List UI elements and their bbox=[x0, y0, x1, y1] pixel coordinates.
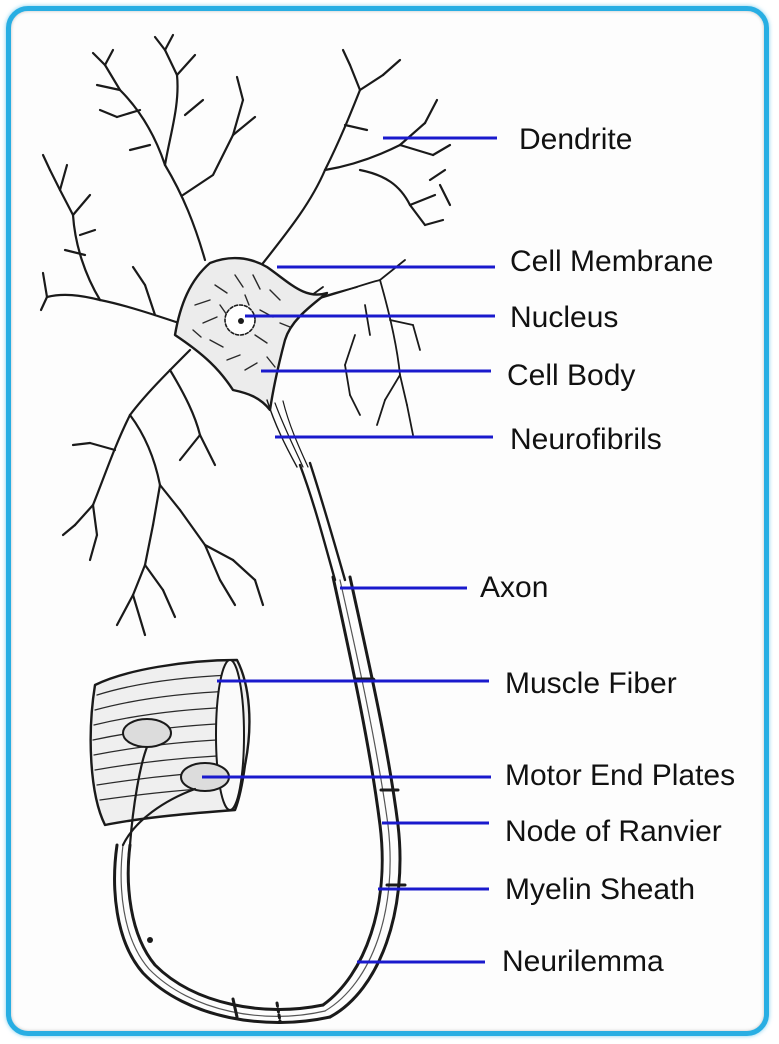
neuron-drawing bbox=[41, 35, 450, 1023]
label-motor-end-plates: Motor End Plates bbox=[505, 759, 735, 792]
diagram-frame: Dendrite Cell Membrane Nucleus Cell Body… bbox=[6, 6, 769, 1036]
label-muscle-fiber: Muscle Fiber bbox=[505, 667, 677, 700]
dendrite-branches-upper-left bbox=[93, 35, 255, 260]
dendrite-branches-lower-left bbox=[63, 350, 263, 635]
dendrite-branches-left bbox=[41, 155, 185, 325]
label-myelin-sheath: Myelin Sheath bbox=[505, 873, 695, 906]
dendrite-branches-right bbox=[295, 260, 420, 435]
label-neurofibrils: Neurofibrils bbox=[510, 423, 662, 456]
label-nucleus: Nucleus bbox=[510, 301, 618, 334]
label-cell-membrane: Cell Membrane bbox=[510, 245, 713, 278]
label-dendrite: Dendrite bbox=[519, 123, 632, 156]
motor-end-plate-upper bbox=[123, 719, 171, 747]
neuron-diagram: Dendrite Cell Membrane Nucleus Cell Body… bbox=[11, 11, 769, 1036]
label-node-of-ranvier: Node of Ranvier bbox=[505, 815, 722, 848]
labels: Dendrite Cell Membrane Nucleus Cell Body… bbox=[480, 123, 735, 978]
muscle-fiber-shape bbox=[91, 660, 250, 845]
dendrite-branches-upper-right bbox=[260, 50, 450, 267]
label-cell-body: Cell Body bbox=[507, 359, 635, 392]
label-neurilemma: Neurilemma bbox=[502, 945, 664, 978]
label-axon: Axon bbox=[480, 571, 548, 604]
